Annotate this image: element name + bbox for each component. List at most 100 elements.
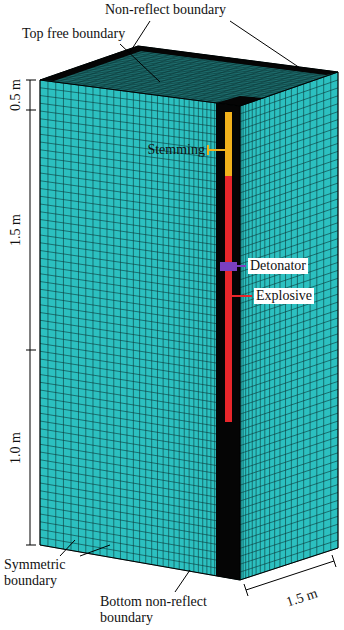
stemming [225,112,232,176]
detonator [220,262,237,271]
mesh-line [40,243,240,272]
dimension-label: 0.5 m [8,79,24,111]
left-face [40,80,240,580]
mesh-line [40,514,240,548]
mesh-line [241,106,242,580]
mesh-line [240,366,338,399]
mesh-line [240,453,338,485]
mesh-line [240,199,338,232]
mesh-line [240,405,338,438]
mesh-line [240,381,338,414]
mesh-line [240,477,338,509]
boundary-label: Top free boundary [22,26,125,42]
mesh-line [40,266,240,296]
mesh-line [89,63,289,89]
mesh-line [40,413,240,445]
mesh-line [240,445,338,477]
mesh-line [240,286,338,319]
part-label: Detonator [248,258,308,274]
mesh-line [40,142,240,169]
boundary-label: Bottom non-reflect boundary [100,594,250,626]
mesh-line [40,367,240,399]
mesh-line [248,103,249,577]
mesh-line [240,215,338,248]
explosive [225,176,232,422]
mesh-line [240,540,338,572]
mesh-line [240,532,338,564]
mesh-line [264,97,265,572]
mesh-line [240,191,338,225]
mesh-line [40,320,240,351]
mesh-line [40,274,240,304]
mesh-line [303,84,304,559]
mesh-line [40,204,240,232]
mesh-line [245,104,246,578]
dimension-label: 1.0 m [8,432,24,464]
mesh-line [40,537,240,572]
borehole-column [216,103,240,580]
mesh-line [40,336,240,367]
mesh-line [240,247,338,280]
mesh-line [285,90,286,565]
mesh-line [240,469,338,501]
mesh-lines [40,46,338,580]
mesh-line [40,289,240,319]
mesh-line [240,508,338,540]
mesh-line [310,82,311,557]
mesh-line [256,100,257,574]
mesh-line [40,150,240,177]
mesh-line [40,158,240,186]
mesh-line [40,382,240,414]
mesh-line [240,278,338,311]
mesh-line [279,92,280,567]
mesh-line [101,59,301,85]
mesh-line [240,350,338,383]
mesh-line [40,351,240,382]
mesh-line [40,119,240,146]
mesh-block [40,46,338,580]
part-label: Stemming [147,142,205,158]
mesh-line [40,220,240,249]
mesh-line [40,258,240,287]
top-borders [40,46,338,106]
mesh-line [126,50,326,76]
mesh-line [240,389,338,422]
mesh-line [40,499,240,533]
dimension-lines [26,80,336,596]
mesh-line [240,106,241,580]
mesh-line [260,99,261,573]
mesh-line [105,57,305,83]
edges [40,46,338,580]
mesh-line [240,207,338,240]
dimension-label: 1.5 m [8,214,24,246]
mesh-line [40,344,240,375]
mesh-line [240,326,338,359]
leader-lines [60,21,300,592]
mesh-line [40,406,240,438]
mesh-line [240,485,338,517]
pointer-lines [208,145,252,296]
mesh-line [40,429,240,462]
mesh-line [240,500,338,532]
mesh-line [40,80,41,545]
mesh-line [40,251,240,280]
mesh-line [40,491,240,525]
dimension-label: 1.5 m [284,585,319,610]
mesh-line [316,79,317,555]
mesh-line [252,102,253,576]
mesh-line [240,421,338,454]
mesh-line [240,429,338,462]
mesh-line [40,134,240,161]
mesh-line [40,111,240,138]
mesh-line [40,390,240,422]
mesh-line [240,492,338,524]
mesh-line [40,181,240,209]
mesh-line [240,318,338,351]
mesh-line [240,358,338,391]
mesh-line [40,522,240,557]
top-face [40,46,338,106]
mesh-line [40,227,240,256]
mesh-line [240,342,338,375]
mesh-line [40,212,240,241]
